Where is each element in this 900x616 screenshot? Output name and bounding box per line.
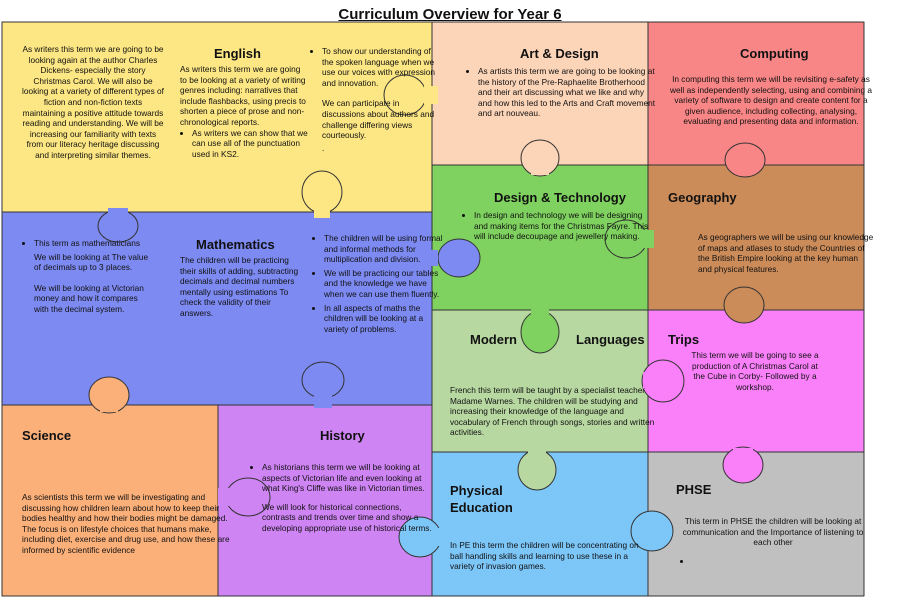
maths-piece xyxy=(1,211,433,406)
maths-knob-neck xyxy=(314,394,332,408)
computing-heading: Computing xyxy=(740,46,809,61)
history-block: As historians this term we will be looki… xyxy=(250,462,432,534)
design-block: In design and technology we will be desi… xyxy=(462,210,652,245)
phse-empty-bullet xyxy=(692,556,866,567)
maths-decimals-text: We will be looking at The value of decim… xyxy=(34,251,149,273)
languages-knob-neck xyxy=(528,448,546,460)
maths-methods-bullet: The children will be using formal and in… xyxy=(324,233,448,265)
design-knob xyxy=(520,310,560,354)
history-heading: History xyxy=(320,428,365,443)
english-intro-text: As writers this term we are going to be … xyxy=(22,44,164,160)
maths-left-block: This term as mathematicians We will be l… xyxy=(22,238,150,315)
maths-money-text: We will be looking at Victorian money an… xyxy=(34,282,144,314)
english-discussion-text: We can participate in discussions about … xyxy=(322,98,435,141)
languages-text: French this term will be taught by a spe… xyxy=(450,385,655,438)
english-spoken-bullet: To show our understanding of the spoken … xyxy=(322,46,442,88)
history-text: We will look for historical connections,… xyxy=(262,501,432,533)
pe-heading: Physical Education xyxy=(450,483,513,515)
languages-heading-languages: Languages xyxy=(576,332,645,347)
english-genres-text: As writers this term we are going to be … xyxy=(180,64,306,127)
design-knob-neck xyxy=(640,230,654,248)
maths-knob-neck xyxy=(424,250,438,266)
maths-tables-bullet: We will be practicing our tables and the… xyxy=(324,268,448,300)
art-heading: Art & Design xyxy=(520,46,599,61)
phse-heading: PHSE xyxy=(676,482,712,497)
maths-practice-text: The children will be practicing their sk… xyxy=(180,255,299,318)
english-spoken-language: To show our understanding of the spoken … xyxy=(310,46,442,153)
english-knob-neck xyxy=(424,86,438,104)
maths-heading: Mathematics xyxy=(196,237,275,252)
geography-heading: Geography xyxy=(668,190,737,205)
geography-piece xyxy=(647,164,865,311)
english-heading: English xyxy=(214,46,261,61)
computing-knob-neck xyxy=(735,150,755,162)
art-block: As artists this term we are going to be … xyxy=(466,66,656,122)
design-knob-neck xyxy=(531,305,549,317)
art-knob xyxy=(520,139,560,177)
maths-right-block: The children will be using formal and in… xyxy=(312,233,448,337)
english-genres: As writers this term we are going to be … xyxy=(180,64,308,162)
science-text: As scientists this term we will be inves… xyxy=(22,492,230,555)
art-bullet: As artists this term we are going to be … xyxy=(478,66,656,119)
english-end-mark: . xyxy=(322,142,325,153)
page-title: Curriculum Overview for Year 6 xyxy=(338,6,562,23)
trips-knob-neck xyxy=(643,372,657,390)
languages-heading-modern: Modern xyxy=(470,332,517,347)
phse-text: This term in PHSE the children will be l… xyxy=(682,516,864,548)
science-knob xyxy=(88,376,130,414)
maths-problems-bullet: In all aspects of maths the children wil… xyxy=(324,303,448,335)
pe-knob-neck xyxy=(640,522,654,540)
trips-knob xyxy=(641,359,685,403)
geography-knob-neck xyxy=(734,300,754,312)
history-knob-neck xyxy=(218,488,234,506)
art-knob-neck xyxy=(531,165,549,175)
pe-text: In PE this term the children will be con… xyxy=(450,540,639,572)
design-heading: Design & Technology xyxy=(494,190,626,205)
english-piece xyxy=(1,21,433,213)
design-bullet: In design and technology we will be desi… xyxy=(474,210,652,242)
science-piece xyxy=(1,404,219,597)
trips-heading: Trips xyxy=(668,332,700,347)
trips-text: This term we will be going to see a prod… xyxy=(691,350,819,392)
computing-piece xyxy=(647,21,865,166)
maths-intro-bullet: This term as mathematicians xyxy=(34,238,150,249)
maths-knob xyxy=(301,361,345,399)
english-knob-neck xyxy=(314,206,330,218)
history-bullet: As historians this term we will be looki… xyxy=(262,462,432,494)
science-knob-neck xyxy=(100,400,118,412)
maths-knob-neck xyxy=(108,208,128,220)
english-punctuation-bullet: As writers we can show that we can use a… xyxy=(192,128,308,160)
computing-text: In computing this term we will be revisi… xyxy=(669,74,873,127)
geography-text: As geographers we will be using our know… xyxy=(698,232,874,274)
phse-block: This term in PHSE the children will be l… xyxy=(680,516,866,569)
science-heading: Science xyxy=(22,428,72,443)
pe-knob-neck xyxy=(432,528,446,546)
trips-knob-neck xyxy=(733,448,753,460)
